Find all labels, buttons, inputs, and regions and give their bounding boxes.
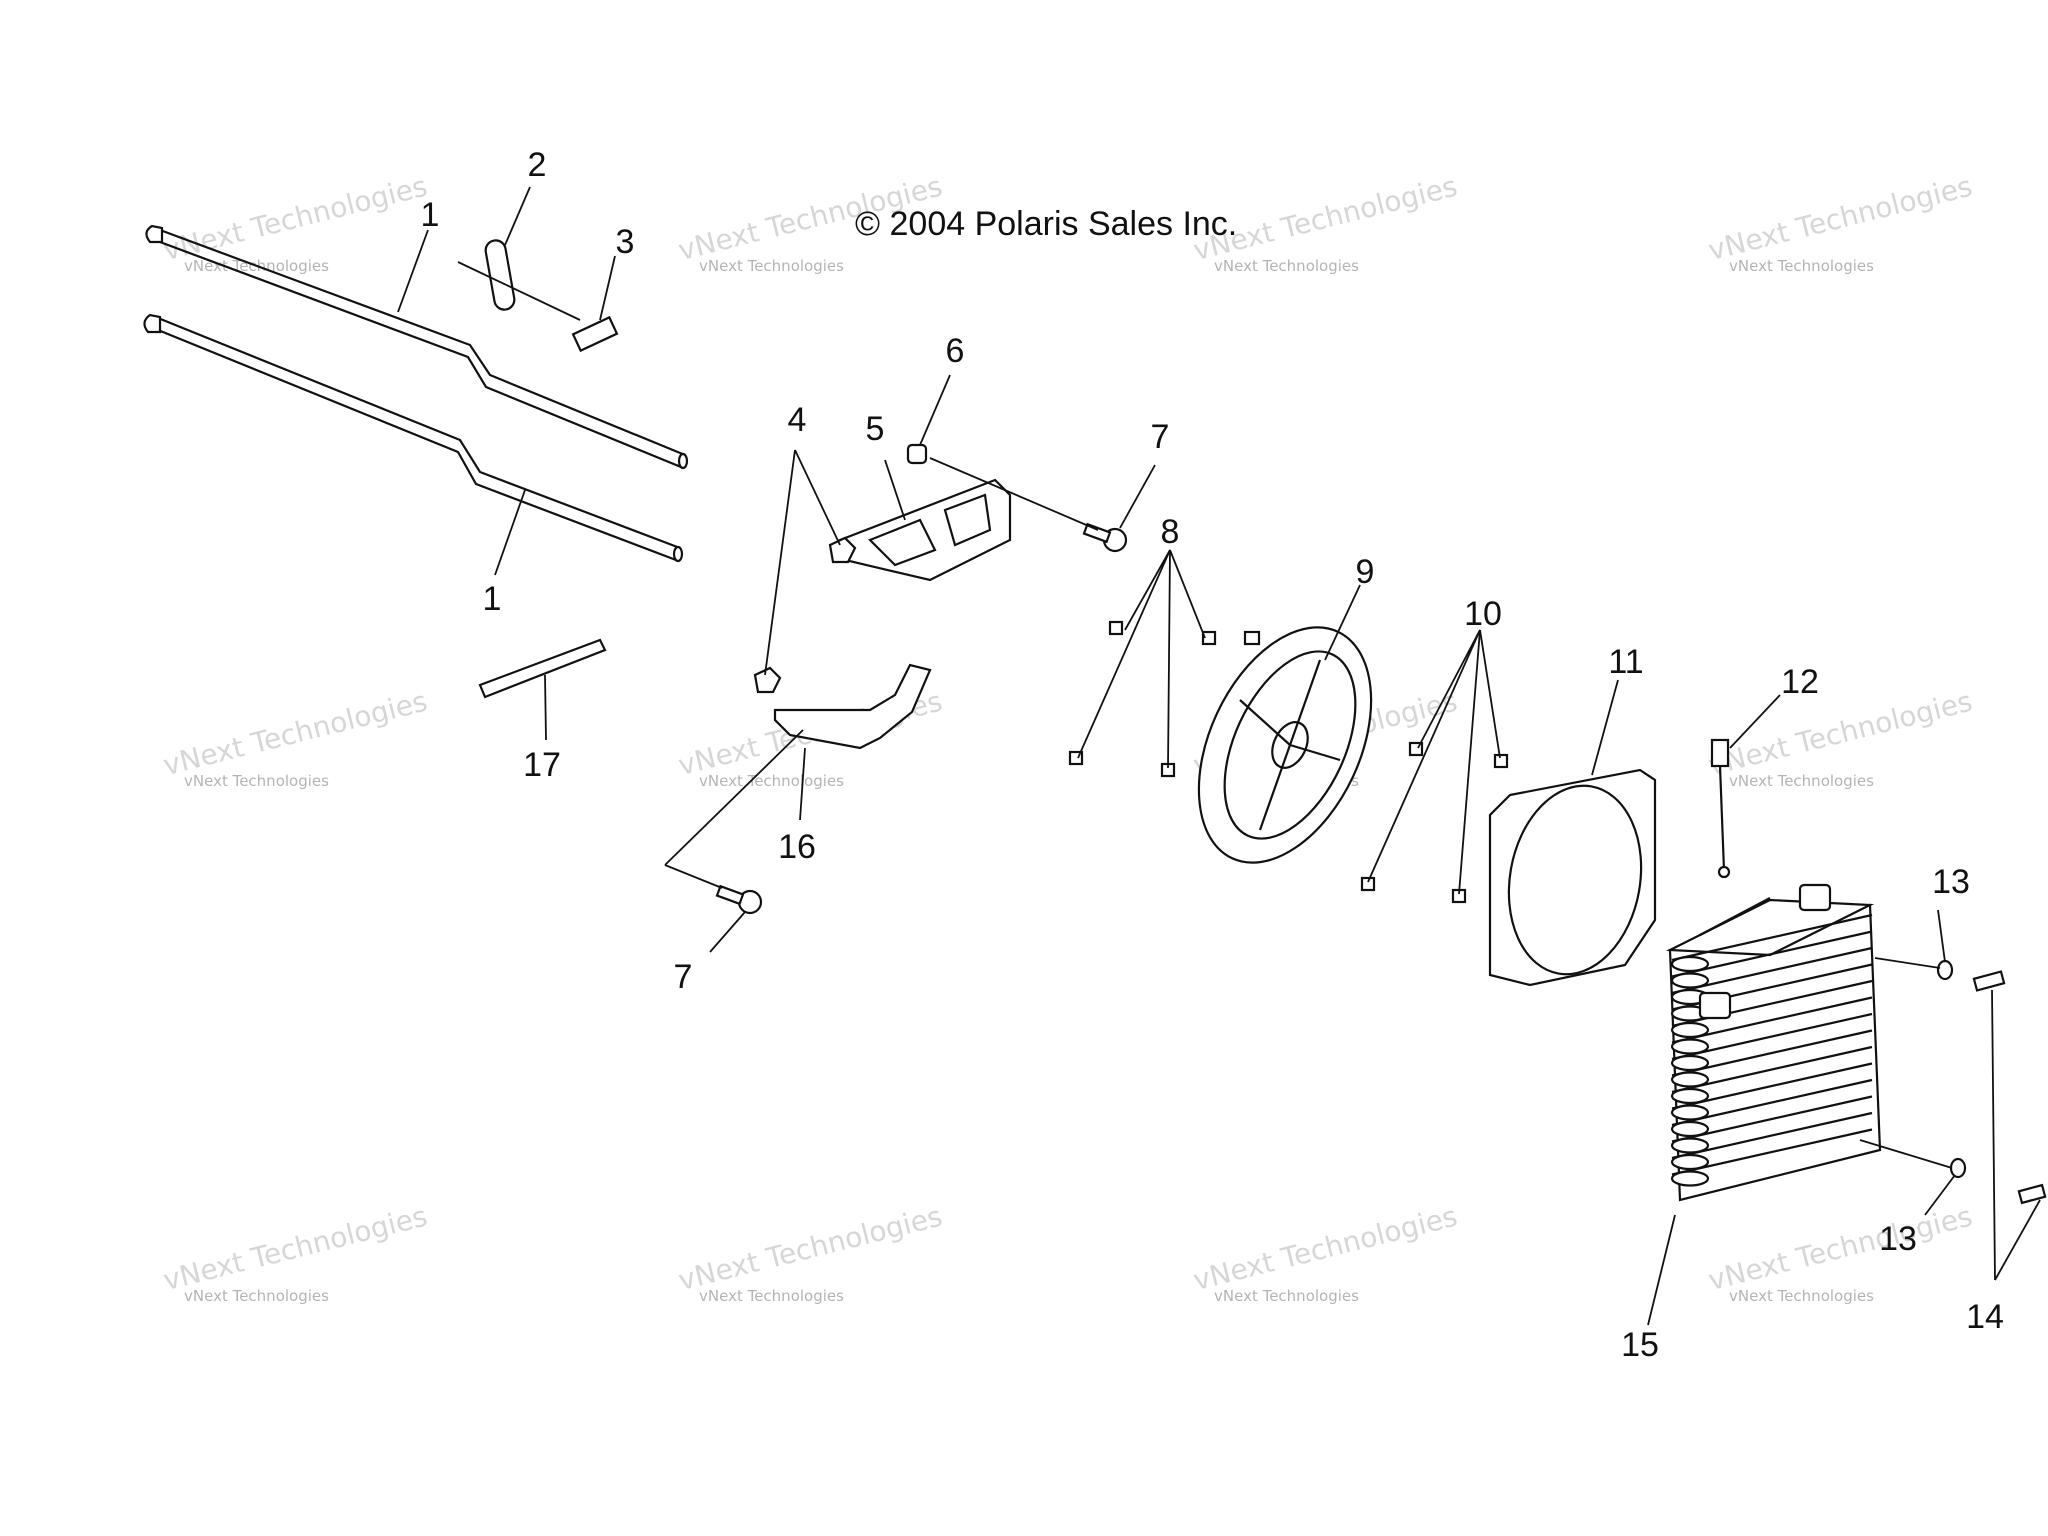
clip — [1201, 630, 1217, 646]
strap — [478, 638, 607, 699]
callout-2: 2 — [527, 146, 547, 184]
callout-14: 14 — [1966, 1298, 2004, 1336]
oil-line-upper — [145, 224, 689, 470]
spacer-upper — [828, 536, 857, 564]
callout-17: 17 — [523, 746, 561, 784]
clip — [1108, 620, 1124, 636]
callout-13-upper: 13 — [1932, 863, 1970, 901]
callout-13-lower: 13 — [1879, 1220, 1917, 1258]
callout-7-lower: 7 — [673, 958, 693, 996]
washer — [1936, 959, 1954, 981]
bracket — [773, 663, 932, 750]
clip — [1360, 876, 1376, 892]
oil-cooler — [1665, 883, 1882, 1202]
callout-5: 5 — [865, 410, 885, 448]
clip — [1493, 753, 1509, 769]
callout-3: 3 — [615, 223, 635, 261]
callout-7-upper: 7 — [1150, 418, 1170, 456]
oil-line-lower — [143, 313, 684, 563]
callout-15: 15 — [1621, 1326, 1659, 1364]
temperature-sensor — [1710, 738, 1731, 879]
screw-upper — [1082, 522, 1128, 553]
fan-assembly — [1197, 626, 1373, 864]
callout-8: 8 — [1160, 513, 1180, 551]
clamp — [457, 239, 581, 321]
copyright-notice: © 2004 Polaris Sales Inc. — [855, 205, 1238, 243]
spacer-lower — [753, 666, 782, 694]
washer — [1949, 1157, 1967, 1179]
callout-1-lower: 1 — [482, 580, 502, 618]
screw-lower — [715, 884, 763, 915]
callout-10: 10 — [1464, 595, 1502, 633]
callout-12: 12 — [1781, 663, 1819, 701]
callout-6: 6 — [945, 332, 965, 370]
nut — [906, 443, 928, 465]
bolt — [1972, 970, 2006, 992]
bolt — [571, 315, 619, 353]
callout-4: 4 — [787, 401, 807, 439]
callout-1-upper: 1 — [420, 196, 440, 234]
callout-11: 11 — [1608, 643, 1644, 681]
leader-lines — [397, 186, 2041, 1326]
fan-shroud — [1488, 768, 1657, 987]
bolt — [2017, 1183, 2047, 1205]
callout-9: 9 — [1355, 553, 1375, 591]
mounting-plate — [838, 478, 1012, 582]
callout-16: 16 — [778, 828, 816, 866]
